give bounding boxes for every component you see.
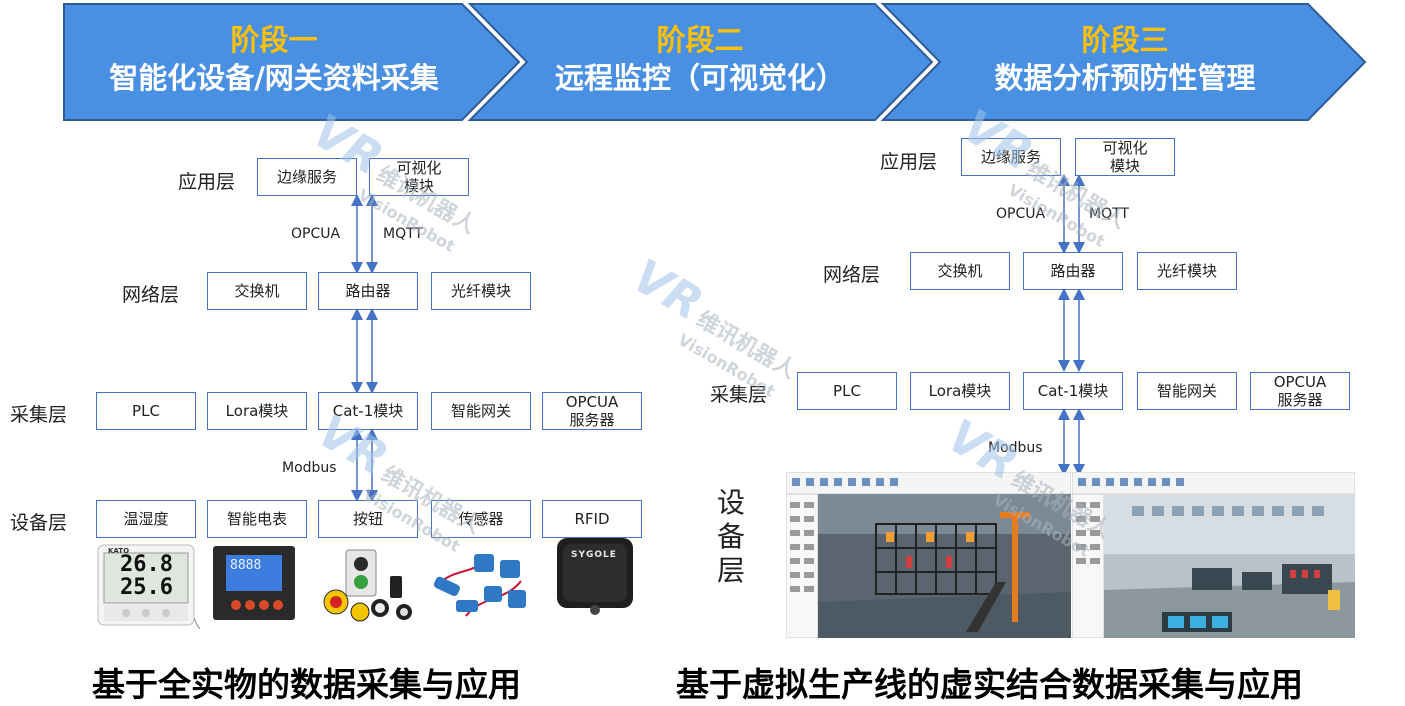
right-protocol-opcua: OPCUA — [996, 206, 1046, 222]
stage-3-desc: 数据分析预防性管理 — [994, 61, 1256, 95]
left-box-cat1: Cat-1模块 — [318, 392, 418, 430]
left-layer-device: 设备层 — [10, 512, 68, 534]
virtual-line-screenshot-1 — [785, 471, 1072, 639]
stage-2-number: 阶段二 — [656, 23, 744, 57]
left-protocol-modbus: Modbus — [282, 460, 337, 476]
right-box-plc: PLC — [797, 372, 897, 410]
left-layer-application: 应用层 — [178, 171, 236, 193]
right-box-visualization: 可视化 模块 — [1075, 138, 1175, 176]
left-box-switch: 交换机 — [207, 272, 307, 310]
right-box-smart-gateway: 智能网关 — [1137, 372, 1237, 410]
left-box-router: 路由器 — [318, 272, 418, 310]
right-box-fiber-module: 光纤模块 — [1137, 252, 1237, 290]
stage-1-arrow — [63, 3, 521, 121]
left-box-temp-humidity: 温湿度 — [96, 500, 196, 538]
left-protocol-opcua: OPCUA — [291, 226, 341, 242]
left-box-fiber-module: 光纤模块 — [431, 272, 531, 310]
right-box-edge-service: 边缘服务 — [961, 138, 1061, 176]
thermometer-reading-1: 26.8 — [120, 552, 173, 577]
right-box-router: 路由器 — [1023, 252, 1123, 290]
buttons-image — [318, 546, 422, 628]
left-box-smart-meter: 智能电表 — [207, 500, 307, 538]
stage-arrows — [63, 3, 1367, 121]
left-box-lora: Lora模块 — [207, 392, 307, 430]
left-box-smart-gateway: 智能网关 — [431, 392, 531, 430]
left-layer-collection: 采集层 — [10, 404, 68, 426]
right-protocol-mqtt: MQTT — [1089, 206, 1129, 222]
left-protocol-mqtt: MQTT — [383, 226, 423, 242]
stage-2: 阶段二 远程监控（可视觉化） — [495, 22, 905, 114]
stage-3: 阶段三 数据分析预防性管理 — [910, 22, 1340, 114]
right-protocol-modbus: Modbus — [988, 440, 1043, 456]
right-box-opcua-server: OPCUA 服务器 — [1250, 372, 1350, 410]
stage-1: 阶段一 智能化设备/网关资料采集 — [64, 22, 484, 114]
thermometer-reading-2: 25.6 — [120, 575, 173, 600]
meter-digits: 8888 — [230, 558, 262, 573]
smart-meter-image: 8888 — [212, 545, 296, 621]
left-box-plc: PLC — [96, 392, 196, 430]
stage-1-desc: 智能化设备/网关资料采集 — [109, 61, 439, 95]
stage-1-number: 阶段一 — [230, 23, 318, 57]
left-box-sensor: 传感器 — [431, 500, 531, 538]
right-layer-device: 设 备 层 — [716, 486, 745, 587]
right-box-lora: Lora模块 — [910, 372, 1010, 410]
right-layer-collection: 采集层 — [710, 384, 768, 406]
stage-2-arrow — [467, 3, 934, 121]
right-box-switch: 交换机 — [910, 252, 1010, 290]
stage-3-number: 阶段三 — [1081, 23, 1169, 57]
virtual-line-screenshot-2 — [1071, 471, 1356, 639]
rfid-reader-image: SYGOLE — [553, 534, 637, 616]
right-layer-application: 应用层 — [880, 151, 938, 173]
left-box-rfid: RFID — [542, 500, 642, 538]
right-bottom-title: 基于虚拟生产线的虚实结合数据采集与应用 — [676, 665, 1303, 704]
right-layer-network: 网络层 — [823, 264, 881, 286]
left-box-button: 按钮 — [318, 500, 418, 538]
stage-3-arrow — [880, 3, 1367, 121]
sensors-image — [426, 546, 538, 626]
left-box-visualization: 可视化 模块 — [369, 158, 469, 196]
left-box-edge-service: 边缘服务 — [257, 158, 357, 196]
stage-2-desc: 远程监控（可视觉化） — [554, 61, 845, 95]
rfid-brand: SYGOLE — [571, 550, 617, 560]
right-box-cat1: Cat-1模块 — [1023, 372, 1123, 410]
left-bottom-title: 基于全实物的数据采集与应用 — [92, 665, 521, 704]
thermometer-brand: KATO — [108, 547, 130, 555]
thermometer-image: KATO 26.8 25.6 — [96, 543, 201, 630]
left-layer-network: 网络层 — [122, 284, 180, 306]
left-box-opcua-server: OPCUA 服务器 — [542, 392, 642, 430]
